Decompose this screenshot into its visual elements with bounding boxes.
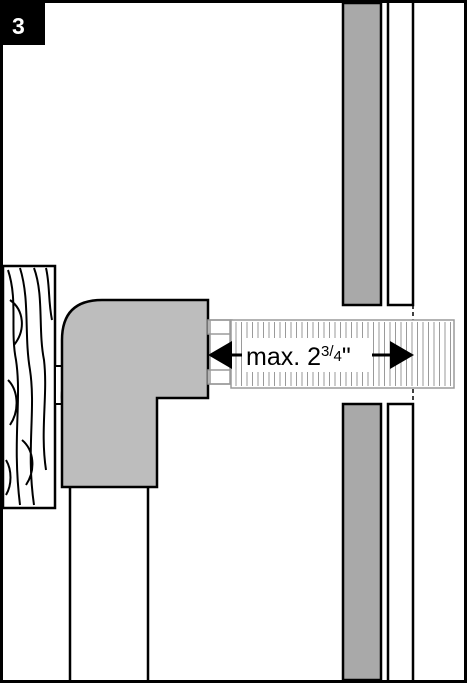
dimension-arrow: max. 23/4" bbox=[208, 338, 414, 372]
step-badge-box bbox=[3, 3, 45, 45]
dimension-label-bg bbox=[243, 338, 371, 372]
duct-collar bbox=[207, 319, 233, 385]
collar-bottom bbox=[207, 369, 233, 385]
arrowhead-left-icon bbox=[208, 341, 232, 369]
wall-panel-top bbox=[386, 3, 415, 307]
dimension-frac-den: 4 bbox=[334, 348, 342, 365]
elbow-fitting bbox=[60, 298, 210, 489]
wall-stud-top bbox=[341, 1, 383, 307]
dimension-label: max. 23/4" bbox=[246, 343, 351, 371]
step-badge: 3 bbox=[3, 3, 45, 45]
wall-section bbox=[341, 1, 415, 682]
collar-top bbox=[207, 319, 233, 335]
step-number: 3 bbox=[12, 13, 25, 39]
wood-grain bbox=[5, 267, 53, 506]
dimension-prefix: max. 2 bbox=[246, 343, 321, 371]
wood-block bbox=[1, 264, 57, 510]
dimension-unit: " bbox=[342, 343, 351, 371]
mounting-posts bbox=[68, 487, 150, 680]
arrowhead-right-icon bbox=[390, 341, 414, 369]
wall-stud-bottom bbox=[341, 402, 383, 682]
dimension-frac-num: 3 bbox=[321, 343, 329, 360]
dimension-frac-slash: / bbox=[329, 343, 334, 360]
wall-panel-bottom bbox=[386, 402, 415, 680]
